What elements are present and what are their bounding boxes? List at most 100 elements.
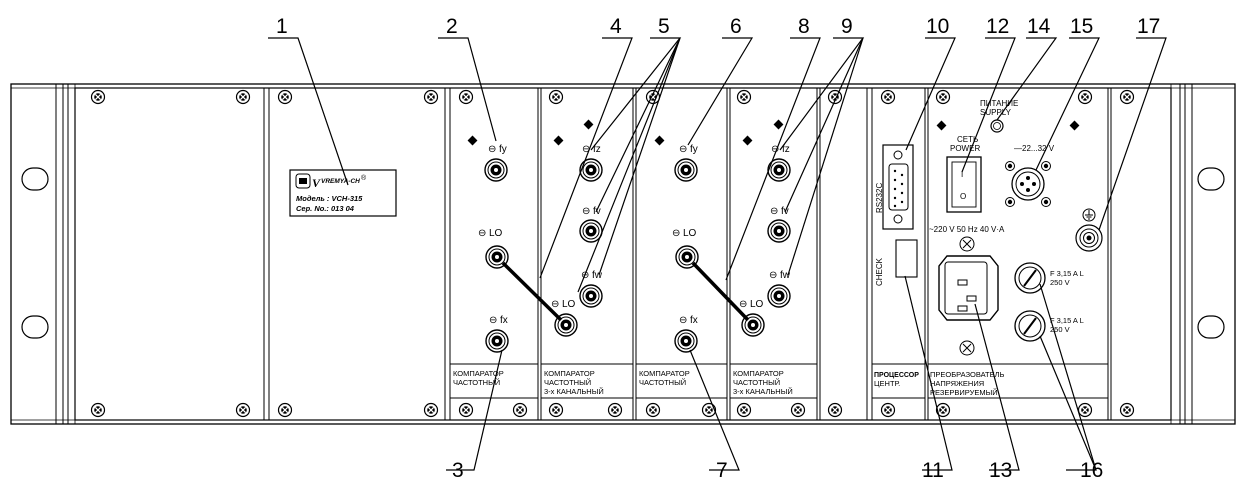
power-label-en: POWER bbox=[950, 144, 980, 153]
port-label-lo: LO bbox=[750, 299, 764, 310]
module-label-line-1: КОМПАРАТОР bbox=[544, 369, 595, 378]
module-dividers bbox=[263, 88, 1112, 420]
callout-3: 3 bbox=[452, 459, 464, 482]
rack-mount-slot-left-top bbox=[21, 167, 49, 191]
serial-text: Сер. No.: 013 04 bbox=[296, 204, 355, 213]
port-label-lo: LO bbox=[489, 228, 503, 239]
power-label-ru: СЕТЬ bbox=[957, 135, 978, 144]
lo-jumper-cable-1 bbox=[501, 261, 563, 322]
fuse-2-rating: F 3,15 A L bbox=[1050, 316, 1084, 325]
callout-leaders bbox=[268, 37, 1167, 471]
callout-6: 6 bbox=[730, 15, 742, 38]
callout-10: 10 bbox=[926, 15, 949, 38]
rack-mount-slot-right-bottom bbox=[1197, 315, 1225, 339]
module-label-line-3: 3-х КАНАЛЬНЫЙ bbox=[733, 387, 793, 396]
callout-numbers: 1 2 4 5 6 8 9 10 12 14 15 17 3 7 11 13 1… bbox=[276, 15, 1160, 482]
check-indicator bbox=[895, 239, 918, 278]
module-frequency-comparator-1: ⊖ fy ⊖ LO ⊖ fx КОМПАРАТОР ЧАСТОТНЫЙ bbox=[453, 144, 509, 387]
callout-15: 15 bbox=[1070, 15, 1093, 38]
svg-text:⊖: ⊖ bbox=[489, 315, 497, 326]
model-logo-plate: V VREMYA-CH ® Модель : VCH-315 Сер. No.:… bbox=[289, 169, 397, 217]
svg-text:⊖: ⊖ bbox=[488, 144, 496, 155]
port-label-fw: fw bbox=[592, 270, 603, 281]
module-label-line-2: ЧАСТОТНЫЙ bbox=[453, 378, 500, 387]
port-label-fz: fz bbox=[593, 144, 601, 155]
module-power-converter: ПИТАНИЕ SUPPLY СЕТЬ POWER I O —22...32 V… bbox=[929, 99, 1103, 397]
fuse-holder-2[interactable] bbox=[1014, 310, 1046, 342]
port-label-fy: fy bbox=[690, 144, 698, 155]
port-label-fw: fw bbox=[780, 270, 791, 281]
brand-name: VREMYA-CH bbox=[321, 178, 360, 185]
svg-text:⊖: ⊖ bbox=[478, 228, 486, 239]
module-label-line-2: ЦЕНТР. bbox=[874, 379, 900, 388]
module-label-line-2: НАПРЯЖЕНИЯ bbox=[930, 379, 984, 388]
ground-terminal[interactable] bbox=[1075, 224, 1103, 252]
svg-text:⊖: ⊖ bbox=[582, 206, 590, 217]
module-label-line-1: КОМПАРАТОР bbox=[733, 369, 784, 378]
svg-text:⊖: ⊖ bbox=[672, 228, 680, 239]
rs232-label: RS232C bbox=[875, 183, 884, 213]
bnc-connector-fx[interactable] bbox=[674, 329, 698, 353]
svg-text:⊖: ⊖ bbox=[771, 144, 779, 155]
module-frequency-comparator-3ch-2: ⊖ fz ⊖ fv ⊖ fw ⊖ LO КОМПАРАТОР ЧАСТОТНЫЙ… bbox=[733, 144, 793, 396]
callout-5: 5 bbox=[658, 15, 670, 38]
registered-mark: ® bbox=[361, 174, 367, 182]
callout-8: 8 bbox=[798, 15, 810, 38]
rack-mount-slot-right-top bbox=[1197, 167, 1225, 191]
port-label-lo: LO bbox=[683, 228, 697, 239]
callout-2: 2 bbox=[446, 15, 458, 38]
module-central-processor: RS232C CHECK ПРОЦЕССОР ЦЕНТР. bbox=[874, 144, 919, 388]
module-label-line-2: ЧАСТОТНЫЙ bbox=[733, 378, 780, 387]
ac-inlet[interactable] bbox=[938, 236, 999, 356]
callout-12: 12 bbox=[986, 15, 1009, 38]
fuse-1-rating: F 3,15 A L bbox=[1050, 269, 1084, 278]
callout-1: 1 bbox=[276, 15, 288, 38]
callout-14: 14 bbox=[1027, 15, 1051, 38]
svg-text:⊖: ⊖ bbox=[739, 299, 747, 310]
bnc-connector-fw[interactable] bbox=[579, 284, 603, 308]
callout-11: 11 bbox=[922, 459, 944, 482]
ground-symbol-icon bbox=[1082, 208, 1096, 222]
bnc-connector-fy[interactable] bbox=[484, 158, 508, 182]
port-label-lo: LO bbox=[562, 299, 576, 310]
rack-chassis bbox=[10, 83, 1236, 425]
module-label-line-3: РЕЗЕРВИРУЕМЫЙ bbox=[930, 388, 998, 397]
supply-label-ru: ПИТАНИЕ bbox=[980, 99, 1018, 108]
callout-13: 13 bbox=[989, 459, 1012, 482]
callout-9: 9 bbox=[841, 15, 853, 38]
fuse-1-voltage: 250 V bbox=[1050, 278, 1070, 287]
callout-7: 7 bbox=[716, 459, 728, 482]
svg-text:⊖: ⊖ bbox=[679, 315, 687, 326]
bnc-connector-fw[interactable] bbox=[767, 284, 791, 308]
module-frequency-comparator-3ch-1: ⊖ fz ⊖ fv ⊖ fw ⊖ LO КОМПАРАТОР ЧАСТОТНЫЙ… bbox=[544, 144, 604, 396]
switch-off-mark: O bbox=[960, 192, 966, 201]
model-text: Модель : VCH-315 bbox=[296, 194, 363, 203]
bnc-connector-fy[interactable] bbox=[674, 158, 698, 182]
switch-on-mark: I bbox=[961, 170, 963, 179]
module-frequency-comparator-2: ⊖ fy ⊖ LO ⊖ fx КОМПАРАТОР ЧАСТОТНЫЙ bbox=[639, 144, 699, 387]
port-label-fy: fy bbox=[499, 144, 507, 155]
svg-text:⊖: ⊖ bbox=[770, 206, 778, 217]
fuse-holder-1[interactable] bbox=[1014, 262, 1046, 294]
svg-text:⊖: ⊖ bbox=[551, 299, 559, 310]
module-label-line-2: ЧАСТОТНЫЙ bbox=[544, 378, 591, 387]
check-label: CHECK bbox=[875, 257, 884, 286]
bnc-connector-fx[interactable] bbox=[485, 329, 509, 353]
module-label-line-2: ЧАСТОТНЫЙ bbox=[639, 378, 686, 387]
module-label-line-1: ПРОЦЕССОР bbox=[874, 372, 919, 379]
callout-17: 17 bbox=[1137, 15, 1160, 38]
callout-4: 4 bbox=[610, 15, 622, 38]
port-label-fx: fx bbox=[500, 315, 508, 326]
lo-jumper-cable-2 bbox=[691, 261, 750, 322]
svg-text:⊖: ⊖ bbox=[582, 144, 590, 155]
bnc-connector-fz[interactable] bbox=[579, 158, 603, 182]
dc-input-label: —22...32 V bbox=[1014, 144, 1055, 153]
svg-text:⊖: ⊖ bbox=[679, 144, 687, 155]
module-label-line-1: ПРЕОБРАЗОВАТЕЛЬ bbox=[930, 370, 1005, 379]
bnc-connector-fv[interactable] bbox=[767, 219, 791, 243]
module-label-line-1: КОМПАРАТОР bbox=[639, 369, 690, 378]
dc-input-connector[interactable] bbox=[1005, 161, 1051, 207]
rack-mount-slot-left-bottom bbox=[21, 315, 49, 339]
bnc-connector-fv[interactable] bbox=[579, 219, 603, 243]
